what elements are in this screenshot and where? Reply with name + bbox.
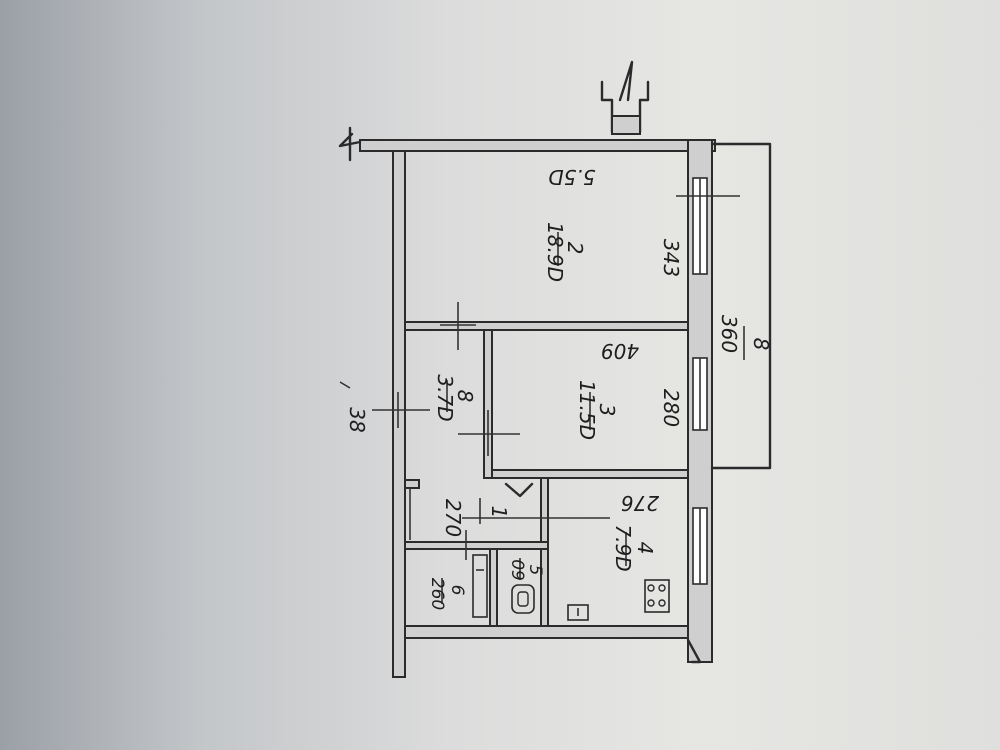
room-3-side-dimension: 280: [659, 389, 683, 427]
room-4-area: 7.9D: [611, 524, 635, 571]
hall-area: 270: [441, 499, 465, 537]
room-8-area: 3.7D: [433, 374, 457, 421]
room-8-number: 8: [453, 390, 477, 403]
outer-walls: [338, 126, 716, 678]
room-2-number: 2: [563, 242, 587, 255]
fixtures: [472, 554, 670, 621]
room-4-top-dimension: 276: [621, 491, 659, 515]
room-3-top-dimension: 409: [601, 339, 639, 363]
door-marks: [372, 302, 610, 560]
room-4-number: 4: [633, 542, 657, 555]
bathtub-icon: [472, 554, 488, 618]
top-entrance-mark: [600, 60, 650, 135]
outer-dimension-label: 38: [345, 407, 369, 432]
windows: [676, 177, 740, 585]
room-5-number: 5: [525, 565, 545, 576]
room-6-area: 260: [427, 578, 447, 610]
balcony-number: 8: [749, 338, 773, 351]
room-2-side-dimension: 343: [659, 239, 683, 277]
hall-number: 1: [487, 506, 511, 519]
stove-icon: [644, 579, 670, 613]
balcony: [710, 142, 772, 470]
toilet-icon: [511, 584, 535, 614]
room-6-number: 6: [447, 585, 467, 596]
room-3-area: 11.5D: [575, 380, 599, 440]
interior-walls: [404, 321, 689, 627]
room-labels: 5.5D 2 18.9D 343 409 3 11.5D 280 8 360 8…: [339, 165, 773, 610]
room-2-area: 18.9D: [543, 222, 567, 282]
room-5-area: 09: [507, 559, 527, 581]
top-dimension-label: 5.5D: [548, 165, 595, 189]
balcony-dimension: 360: [717, 315, 741, 353]
room-3-number: 3: [595, 404, 619, 417]
sink-icon: [567, 604, 589, 621]
